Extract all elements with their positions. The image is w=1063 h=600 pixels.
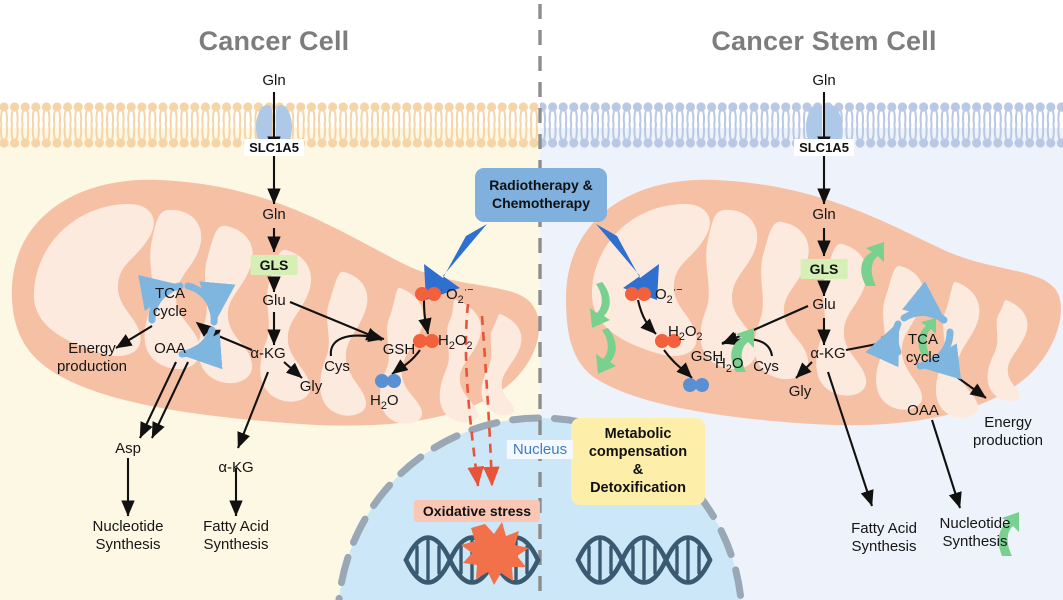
- nucleotide-line-2: Synthesis: [95, 536, 161, 554]
- tca-cycle-arrows-left: [138, 275, 236, 370]
- nucleotide-line-1: Nucleotide: [939, 515, 1011, 532]
- label-oaa-left: OAA: [154, 340, 186, 357]
- tca-line-2: cycle: [152, 303, 188, 321]
- gsh-up-arrow: [731, 328, 754, 372]
- fatty-line-2: Synthesis: [203, 536, 269, 554]
- label-gly-left: Gly: [299, 378, 323, 395]
- label-cys-left: Cys: [324, 358, 350, 375]
- fatty-line-1: Fatty Acid: [851, 520, 917, 537]
- water-right: [683, 378, 709, 392]
- metabolic-line-3: Detoxification: [590, 480, 686, 497]
- label-fatty-acid-synthesis-left: Fatty Acid Synthesis: [203, 518, 269, 555]
- ros-to-nucleus-arrows: [464, 303, 500, 487]
- label-tca-cycle-left: TCA cycle: [153, 285, 187, 322]
- label-gsh-right: GSH: [690, 348, 724, 365]
- tca-line-1: TCA: [155, 285, 185, 302]
- energy-line-1: Energy: [984, 414, 1032, 431]
- peroxide-right: [655, 334, 681, 348]
- label-oxidative-stress: Oxidative stress: [413, 500, 541, 522]
- label-glu-left: Glu: [262, 292, 286, 309]
- label-peroxide-left: H2O2: [438, 332, 473, 352]
- molecule-icons: [375, 287, 709, 392]
- label-energy-production-left: Energy production: [57, 340, 127, 377]
- energy-line-2: production: [56, 358, 128, 376]
- fatty-line-2: Synthesis: [851, 538, 917, 556]
- label-cys-right: Cys: [753, 358, 779, 375]
- metabolic-line-2: compensation &: [588, 444, 688, 479]
- label-slc1a5-left: SLC1A5: [244, 139, 304, 156]
- therapy-line-1: Radiotherapy &: [489, 177, 593, 193]
- label-nucleotide-synthesis-left: Nucleotide Synthesis: [93, 518, 164, 555]
- label-asp-left: Asp: [115, 440, 141, 457]
- water-left: [375, 374, 401, 388]
- label-slc1a5-right: SLC1A5: [794, 139, 854, 156]
- label-nucleus: Nucleus: [506, 440, 574, 459]
- tca-line-2: cycle: [905, 349, 941, 367]
- superoxide-right: [625, 287, 651, 301]
- label-energy-production-right: Energy production: [973, 414, 1043, 451]
- label-gls-left: GLS: [250, 255, 298, 275]
- fatty-line-1: Fatty Acid: [203, 518, 269, 535]
- label-gln-extracellular-left: Gln: [262, 72, 286, 89]
- label-gln-extracellular-right: Gln: [812, 72, 836, 89]
- label-oaa-right: OAA: [907, 402, 939, 419]
- regulation-arrows: [590, 242, 1019, 556]
- label-fatty-acid-synthesis-right: Fatty Acid Synthesis: [851, 520, 917, 557]
- label-akg-cytosolic-left: α-KG: [218, 459, 254, 476]
- label-gln-intracellular-right: Gln: [812, 206, 836, 223]
- oxidative-burst-icon: [461, 522, 529, 585]
- label-akg-left: α-KG: [250, 345, 286, 362]
- page-title-left: Cancer Cell: [198, 26, 350, 56]
- metabolic-compensation-box: Metabolic compensation & Detoxification: [571, 418, 705, 505]
- gls-up-arrow: [861, 242, 884, 286]
- metabolic-line-1: Metabolic: [604, 426, 672, 442]
- tca-up-arrow: [918, 318, 936, 356]
- label-glu-right: Glu: [812, 296, 836, 313]
- dna-right: [575, 535, 713, 585]
- label-gln-intracellular-left: Gln: [262, 206, 286, 223]
- tca-cycle-arrows-right: [865, 281, 962, 380]
- label-gly-right: Gly: [788, 383, 812, 400]
- peroxide-left: [413, 334, 439, 348]
- nucleotide-line-2: Synthesis: [942, 533, 1008, 551]
- nuclear-envelope: [335, 414, 745, 600]
- mitochondrion-left: [11, 179, 540, 426]
- energy-line-1: Energy: [68, 340, 116, 357]
- nucleotide-line-1: Nucleotide: [92, 518, 164, 535]
- superoxide-down-arrow: [590, 282, 610, 328]
- therapy-arrows: [424, 224, 659, 300]
- label-gsh-left: GSH: [382, 341, 416, 358]
- therapy-box: Radiotherapy & Chemotherapy: [475, 168, 607, 222]
- label-superoxide-left: O2·−: [446, 284, 474, 306]
- nucleotide-up-arrow: [998, 512, 1019, 556]
- label-gls-right: GLS: [800, 259, 848, 279]
- tca-line-1: TCA: [908, 331, 938, 348]
- label-superoxide-right: O2·−: [655, 284, 683, 306]
- label-tca-cycle-right: TCA cycle: [906, 331, 940, 368]
- label-nucleotide-synthesis-right: Nucleotide Synthesis: [940, 515, 1011, 552]
- peroxide-down-arrow: [596, 328, 616, 374]
- label-peroxide-right: H2O2: [668, 323, 703, 343]
- superoxide-left: [415, 287, 441, 301]
- label-akg-right: α-KG: [810, 345, 846, 362]
- label-water-left: H2O: [370, 392, 399, 412]
- label-water-right: H2O: [715, 355, 744, 375]
- page-title-right: Cancer Stem Cell: [711, 26, 937, 56]
- energy-line-2: production: [972, 432, 1044, 450]
- therapy-line-2: Chemotherapy: [491, 194, 591, 211]
